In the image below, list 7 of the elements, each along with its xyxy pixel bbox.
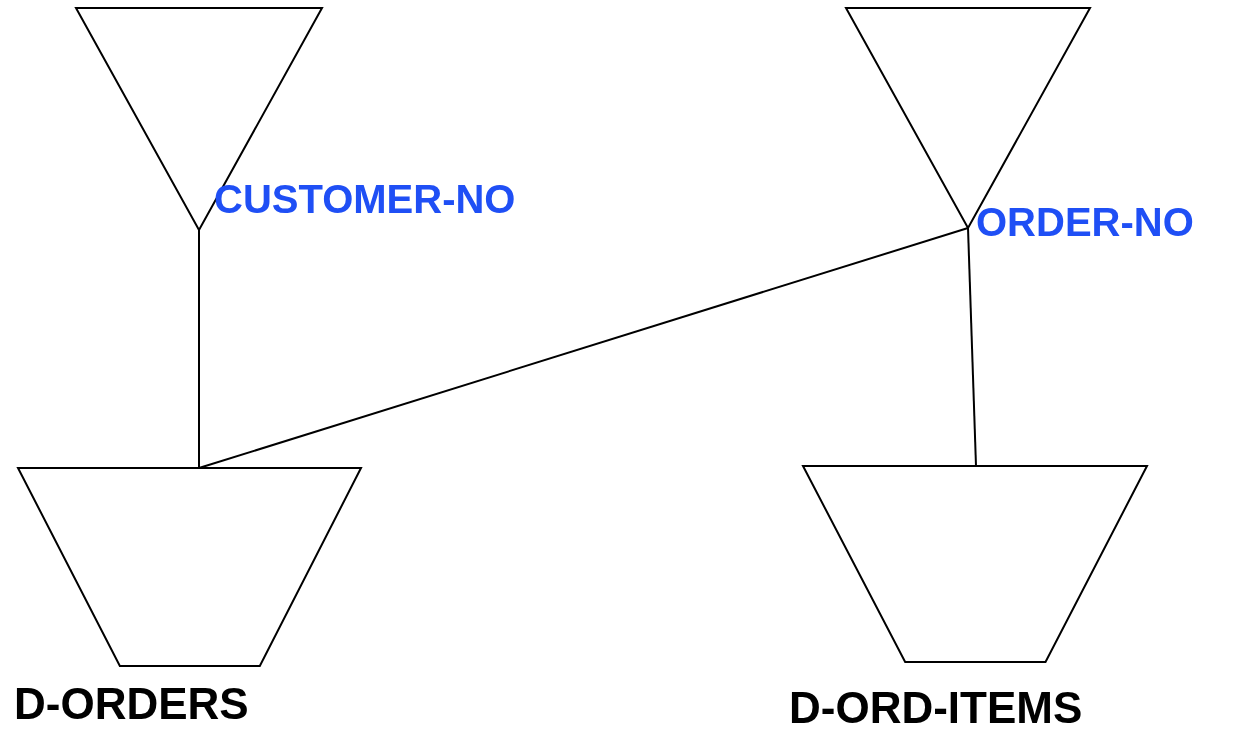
connector-line xyxy=(198,227,969,469)
connector-line xyxy=(967,227,977,467)
node-label: D-ORDERS xyxy=(14,680,249,728)
node-label: D-ORD-ITEMS xyxy=(789,684,1083,730)
key-label: ORDER-NO xyxy=(976,200,1194,244)
connector-line xyxy=(198,229,200,469)
key-label: CUSTOMER-NO xyxy=(214,177,516,221)
